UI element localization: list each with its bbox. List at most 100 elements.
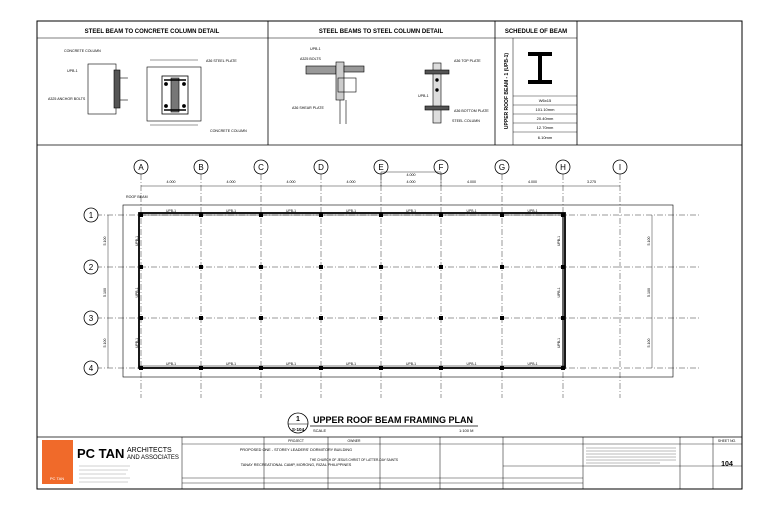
plan-scale-label: SCALE <box>313 428 326 433</box>
schedule-row-3: 12.70mm <box>537 125 554 130</box>
overhang-outline <box>122 204 674 378</box>
firm-details-filler <box>79 465 130 483</box>
schedule-row-4: 6.10mm <box>538 135 553 140</box>
dim-right-0: 5.100 <box>647 237 651 246</box>
grid-col-label: D <box>318 163 324 172</box>
column-marker <box>259 213 263 217</box>
beam-label: UPB-1 <box>226 362 236 366</box>
beam-label: UPB-1 <box>406 209 416 213</box>
column-marker <box>199 213 203 217</box>
firm-suffix-2: AND ASSOCIATES <box>127 455 179 461</box>
column-marker <box>379 366 383 370</box>
column-marker <box>199 316 203 320</box>
beam-label: UPB-1 <box>346 362 356 366</box>
dim-e-spacing: 4.000 <box>407 173 416 177</box>
beam-label: UPB-1 <box>528 209 538 213</box>
detail-2-label-3: A36 TOP PLATE <box>454 59 481 63</box>
grid-bubble-col-D <box>313 159 329 175</box>
column-marker <box>259 366 263 370</box>
column-marker <box>379 265 383 269</box>
grid-bubble-row-3 <box>83 310 99 326</box>
detail-2-label-5: STEEL COLUMN <box>452 119 480 123</box>
dim-left-0: 5.100 <box>103 237 107 246</box>
grid-col-label: G <box>499 163 505 172</box>
column-markers <box>139 213 565 370</box>
column-marker <box>379 316 383 320</box>
dim-right-2: 5.100 <box>647 339 651 348</box>
column-marker <box>500 316 504 320</box>
grid-bubble-col-C <box>253 159 269 175</box>
dim-right-1: 5.100 <box>647 288 651 297</box>
grid-row-label: 2 <box>89 263 94 272</box>
schedule-row-0: W6x15 <box>539 98 552 103</box>
sheet-border <box>36 20 743 490</box>
grid-row-bubbles: 1 2 3 4 <box>83 207 99 376</box>
detail-1-label-1: UPB-1 <box>67 69 78 73</box>
firm-logo <box>42 440 73 484</box>
detail-2-label-2: A325 BOLTS <box>300 57 322 61</box>
column-marker <box>319 316 323 320</box>
grid-col-label: A <box>138 163 144 172</box>
sheet-no-header: SHEET NO. <box>718 439 736 443</box>
beam-label: UPB-1 <box>346 209 356 213</box>
project-header: PROJECT <box>288 439 304 443</box>
grid-bubble-col-A <box>133 159 149 175</box>
column-marker <box>439 265 443 269</box>
beam-label-vertical: UPB-1 <box>135 236 139 246</box>
grid-col-label: F <box>439 163 444 172</box>
column-marker <box>139 265 143 269</box>
column-marker <box>139 366 143 370</box>
beam-label-vertical: UPB-1 <box>557 287 561 297</box>
plan-title: UPPER ROOF BEAM FRAMING PLAN <box>313 415 473 425</box>
owner-header: OWNER <box>348 439 362 443</box>
notes-filler <box>586 447 676 464</box>
grid-row-label: 4 <box>89 364 94 373</box>
grid-bubble-col-G <box>494 159 510 175</box>
firm-logo-text: PC TAN <box>50 476 64 481</box>
project-name: PROPOSED ONE - STOREY LEADERS' DORMITORY… <box>240 448 352 452</box>
grid-bubble-row-4 <box>83 360 99 376</box>
roof-beam-note: ROOF BEAM <box>126 195 148 199</box>
project-location: TANAY RECREATIONAL CAMP, MORONG, RIZAL P… <box>241 463 352 467</box>
grid-row-label: 1 <box>89 211 94 220</box>
column-marker <box>319 213 323 217</box>
beam-label: UPB-1 <box>406 362 416 366</box>
beam-label: UPB-1 <box>286 362 296 366</box>
beam-schedule: W6x15 101.10mm 20.40mm 12.70mm 6.10mm UP… <box>504 38 577 145</box>
column-marker <box>319 265 323 269</box>
grid-row-label: 3 <box>89 314 94 323</box>
column-marker <box>139 316 143 320</box>
detail-2-label-1: A36 SHEAR PLATE <box>292 106 324 110</box>
dim-top-4: 4.000 <box>407 180 416 184</box>
detail-2-label-4: A36 BOTTOM PLATE <box>454 109 489 113</box>
column-marker <box>500 265 504 269</box>
dim-top-6: 4.000 <box>528 180 537 184</box>
sheet-number: 104 <box>721 461 733 468</box>
dim-top-1: 4.000 <box>227 180 236 184</box>
detail-2-drawing <box>305 61 450 124</box>
column-marker <box>439 316 443 320</box>
grid-bubble-col-I <box>612 159 628 175</box>
dim-top-0: 4.000 <box>167 180 176 184</box>
column-marker <box>259 265 263 269</box>
column-marker <box>500 366 504 370</box>
detail-2-label-6: UPB-1 <box>418 94 429 98</box>
beam-inner-outline <box>138 214 566 367</box>
plan-sheet-ref: S-104 <box>292 427 305 432</box>
dim-top-2: 4.000 <box>287 180 296 184</box>
plan-scale-value: 1:100 M <box>459 428 473 433</box>
beam-label: UPB-1 <box>166 209 176 213</box>
schedule-row-1: 101.10mm <box>536 107 556 112</box>
detail-1-label-4: CONCRETE COLUMN <box>210 129 247 133</box>
firm-suffix-1: ARCHITECTS <box>127 447 172 454</box>
detail-3-title: SCHEDULE OF BEAM <box>505 29 567 35</box>
column-marker <box>439 213 443 217</box>
column-marker <box>199 366 203 370</box>
owner-name: THE CHURCH OF JESUS CHRIST OF LATTER-DAY… <box>310 458 398 462</box>
detail-1-label-0: CONCRETE COLUMN <box>64 49 101 53</box>
column-marker <box>139 213 143 217</box>
beam-label-vertical: UPB-1 <box>135 338 139 348</box>
beam-label: UPB-1 <box>226 209 236 213</box>
